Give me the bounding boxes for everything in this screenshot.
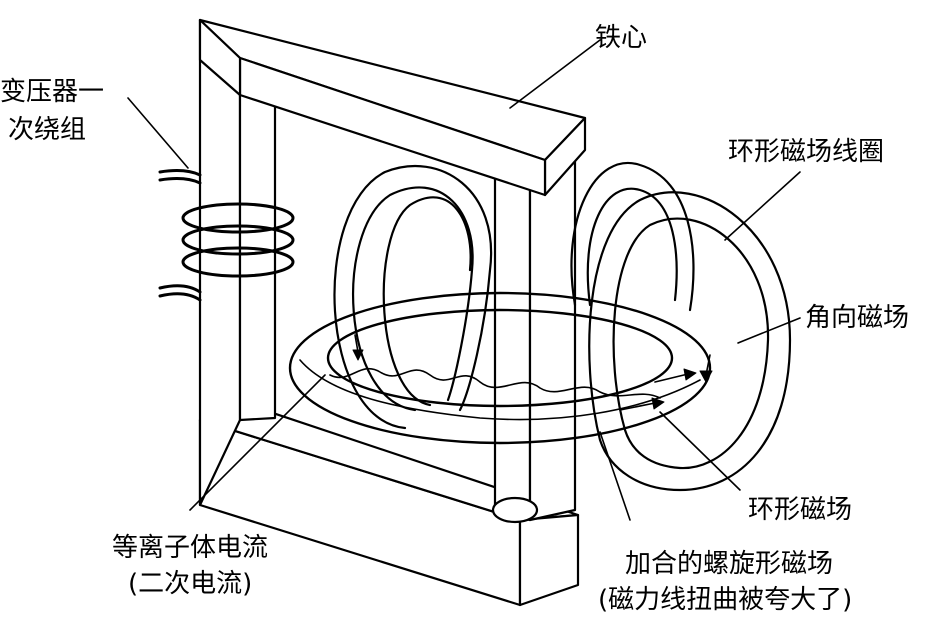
torus-mid-line xyxy=(299,359,701,421)
leader-plasma-current xyxy=(189,374,326,511)
plasma-torus xyxy=(288,291,713,445)
leader-primary-winding xyxy=(127,97,189,169)
core-right-post-side xyxy=(528,138,577,522)
label-plasma-current-2: (二次电流) xyxy=(128,569,252,599)
label-toroidal-field: 环形磁场 xyxy=(748,495,852,525)
leader-lines xyxy=(127,39,801,521)
coil-left-outer xyxy=(333,164,493,430)
coil-mid-outer xyxy=(570,162,695,312)
core-left-post-front xyxy=(198,18,242,507)
core-right-post xyxy=(493,156,532,522)
label-plasma-current-1: 等离子体电流 xyxy=(112,533,268,563)
toroidal-field-coils xyxy=(333,162,792,492)
label-poloidal-field: 角向磁场 xyxy=(805,303,909,333)
core-left-post-inner xyxy=(238,56,277,422)
label-primary-winding-1: 变压器一 xyxy=(0,77,104,107)
coil-right-outer xyxy=(588,191,792,492)
label-toroidal-coil: 环形磁场线圈 xyxy=(728,137,884,167)
core-bottom-side xyxy=(518,513,580,607)
leader-iron-core xyxy=(509,39,601,109)
core-right-post-base xyxy=(491,496,539,524)
coil-mid-inner xyxy=(586,187,678,307)
label-iron-core: 铁心 xyxy=(595,23,647,53)
torus-outer-edge xyxy=(288,291,712,445)
coil-right-inner xyxy=(612,217,770,470)
core-top-beam-left xyxy=(198,18,242,97)
iron-core xyxy=(198,18,587,607)
leader-helical-field xyxy=(599,431,631,521)
leader-poloidal-field xyxy=(737,317,801,344)
leader-toroidal-coil xyxy=(724,171,801,241)
torus-inner-edge xyxy=(326,308,674,408)
coil-left-2 xyxy=(382,196,472,407)
label-primary-winding-2: 次绕组 xyxy=(8,115,86,145)
helical-field-line xyxy=(329,367,661,399)
label-helical-field-2: (磁力线扭曲被夸大了) xyxy=(598,585,852,615)
coil-left-inner xyxy=(352,186,474,412)
leader-toroidal-field xyxy=(659,411,741,491)
primary-winding xyxy=(158,169,295,302)
label-helical-field-1: 加合的螺旋形磁场 xyxy=(625,549,833,579)
